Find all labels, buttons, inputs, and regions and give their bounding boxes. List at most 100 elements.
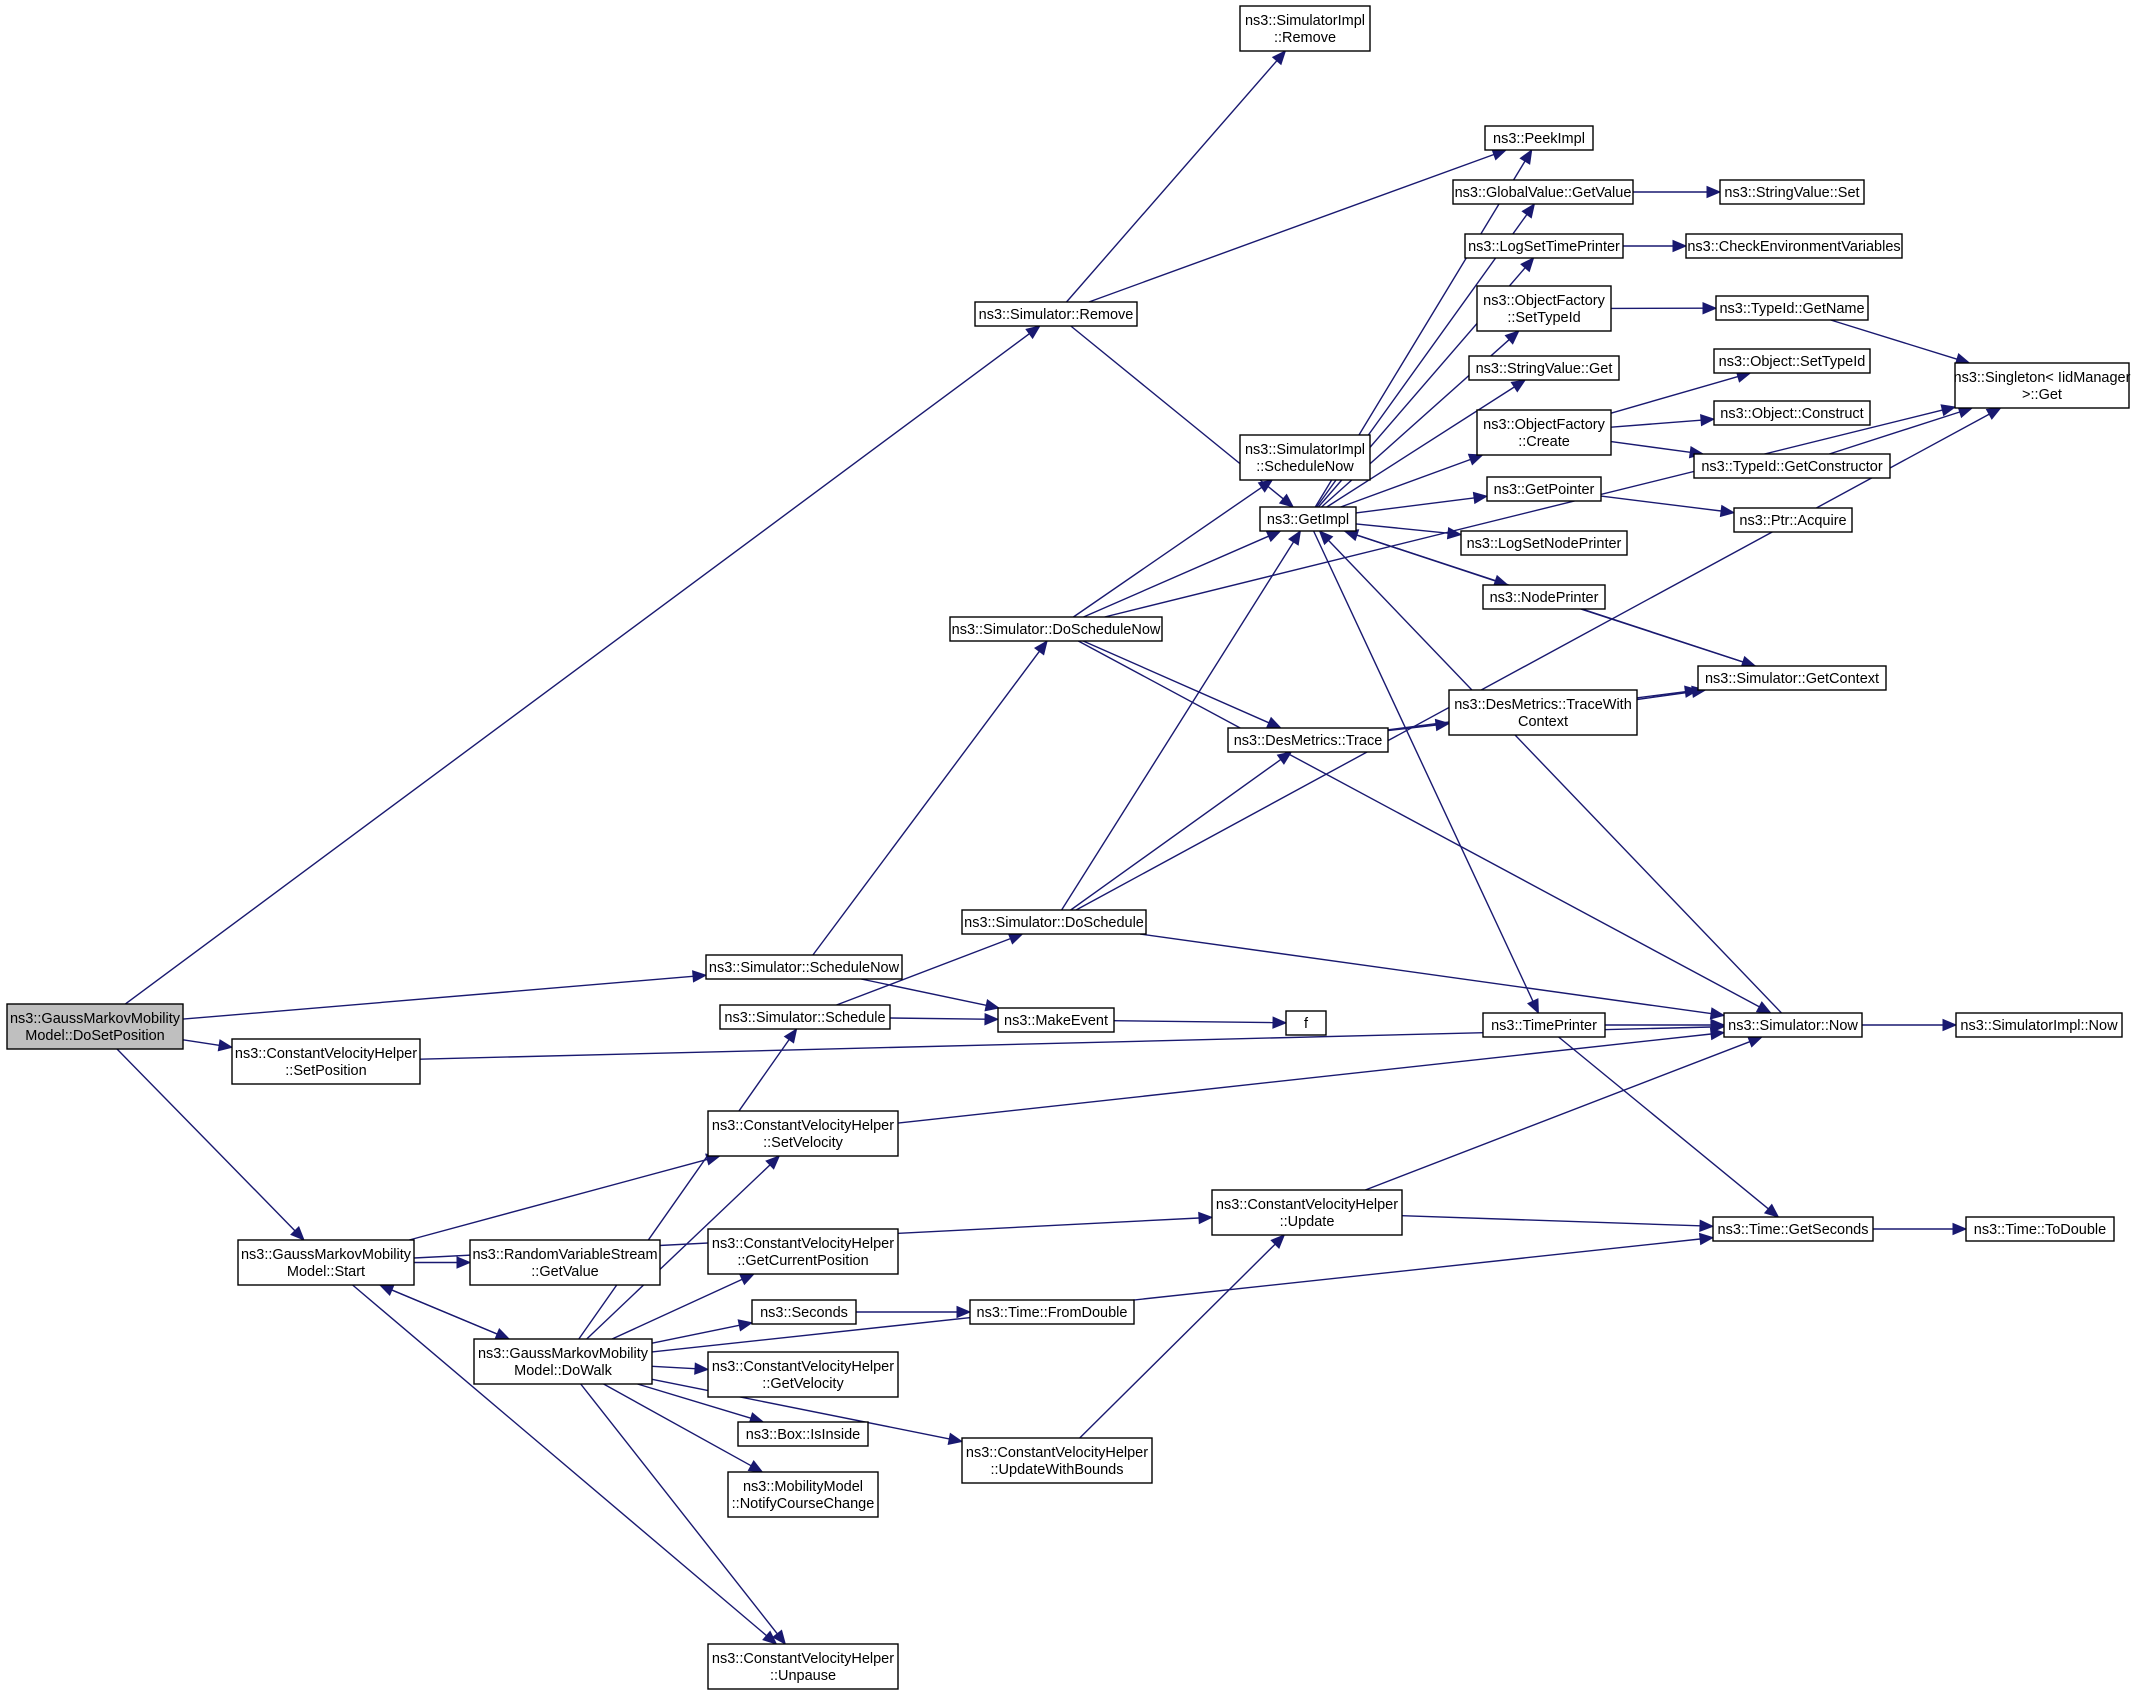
- node-box[interactable]: [1476, 409, 1612, 456]
- node-box[interactable]: [1713, 348, 1871, 374]
- node-box[interactable]: [727, 1471, 879, 1518]
- node-peekImpl[interactable]: ns3::PeekImpl: [1484, 125, 1594, 151]
- node-desTrace[interactable]: ns3::DesMetrics::Trace: [1227, 727, 1389, 753]
- node-getPointer[interactable]: ns3::GetPointer: [1486, 476, 1602, 502]
- node-box[interactable]: [949, 616, 1163, 642]
- node-box[interactable]: [1733, 507, 1853, 533]
- node-box[interactable]: [707, 1228, 899, 1275]
- node-simRemove[interactable]: ns3::Simulator::Remove: [974, 301, 1138, 327]
- node-box[interactable]: [1719, 179, 1865, 205]
- node-ofSetTypeId[interactable]: ns3::ObjectFactory::SetTypeId: [1476, 285, 1612, 332]
- node-makeEvent[interactable]: ns3::MakeEvent: [997, 1007, 1115, 1033]
- node-gvGetValue[interactable]: ns3::GlobalValue::GetValue: [1452, 179, 1634, 205]
- node-box[interactable]: [6, 1003, 184, 1050]
- node-box[interactable]: [961, 1437, 1153, 1484]
- node-typeIdGetConstructor[interactable]: ns3::TypeId::GetConstructor: [1693, 453, 1891, 479]
- node-box[interactable]: [961, 909, 1147, 935]
- node-box[interactable]: [1227, 727, 1389, 753]
- node-box[interactable]: [751, 1299, 857, 1325]
- node-timeToDouble[interactable]: ns3::Time::ToDouble: [1965, 1216, 2115, 1242]
- node-simGetContext[interactable]: ns3::Simulator::GetContext: [1697, 665, 1887, 691]
- node-typeIdGetName[interactable]: ns3::TypeId::GetName: [1715, 295, 1869, 321]
- node-box[interactable]: [1697, 665, 1887, 691]
- node-box[interactable]: [1452, 179, 1634, 205]
- node-getImpl[interactable]: ns3::GetImpl: [1259, 506, 1357, 532]
- node-box[interactable]: [1482, 1012, 1606, 1038]
- node-timePrinter[interactable]: ns3::TimePrinter: [1482, 1012, 1606, 1038]
- node-timeGetSeconds[interactable]: ns3::Time::GetSeconds: [1712, 1216, 1874, 1242]
- node-cvhUnpause[interactable]: ns3::ConstantVelocityHelper::Unpause: [707, 1643, 899, 1690]
- node-mmNotify[interactable]: ns3::MobilityModel::NotifyCourseChange: [727, 1471, 879, 1518]
- node-cvhSetPosition[interactable]: ns3::ConstantVelocityHelper::SetPosition: [231, 1038, 421, 1085]
- node-simDoSchedule[interactable]: ns3::Simulator::DoSchedule: [961, 909, 1147, 935]
- node-simNow[interactable]: ns3::Simulator::Now: [1723, 1012, 1863, 1038]
- node-box[interactable]: [1476, 285, 1612, 332]
- node-simImplScheduleNow[interactable]: ns3::SimulatorImpl::ScheduleNow: [1239, 434, 1371, 481]
- node-box[interactable]: [1715, 295, 1869, 321]
- node-box[interactable]: [1693, 453, 1891, 479]
- node-seconds[interactable]: ns3::Seconds: [751, 1299, 857, 1325]
- node-logSetNodePrinter[interactable]: ns3::LogSetNodePrinter: [1460, 530, 1628, 556]
- node-box[interactable]: [1713, 400, 1871, 426]
- node-box[interactable]: [1482, 584, 1606, 610]
- node-boxIsInside[interactable]: ns3::Box::IsInside: [737, 1421, 869, 1447]
- node-cvhGetVelocity[interactable]: ns3::ConstantVelocityHelper::GetVelocity: [707, 1351, 899, 1398]
- node-fnF[interactable]: f: [1285, 1010, 1327, 1036]
- node-box[interactable]: [1723, 1012, 1863, 1038]
- node-box[interactable]: [974, 301, 1138, 327]
- node-timeFromDouble[interactable]: ns3::Time::FromDouble: [969, 1299, 1135, 1325]
- node-svSet[interactable]: ns3::StringValue::Set: [1719, 179, 1865, 205]
- node-box[interactable]: [1239, 434, 1371, 481]
- node-singletonGet[interactable]: ns3::Singleton< IidManager >::Get: [1954, 362, 2131, 409]
- node-box[interactable]: [1965, 1216, 2115, 1242]
- node-box[interactable]: [1468, 355, 1620, 381]
- node-cvhUpdate[interactable]: ns3::ConstantVelocityHelper::Update: [1211, 1189, 1403, 1236]
- node-box[interactable]: [969, 1299, 1135, 1325]
- node-cvhSetVelocity[interactable]: ns3::ConstantVelocityHelper::SetVelocity: [707, 1110, 899, 1157]
- node-ofCreate[interactable]: ns3::ObjectFactory::Create: [1476, 409, 1612, 456]
- node-box[interactable]: [1486, 476, 1602, 502]
- node-simSchedule[interactable]: ns3::Simulator::Schedule: [719, 1004, 891, 1030]
- node-box[interactable]: [737, 1421, 869, 1447]
- node-box[interactable]: [707, 1110, 899, 1157]
- node-rvsGetValue[interactable]: ns3::RandomVariableStream::GetValue: [469, 1239, 661, 1286]
- node-box[interactable]: [705, 954, 903, 980]
- node-box[interactable]: [997, 1007, 1115, 1033]
- node-cvhUpdateWithBounds[interactable]: ns3::ConstantVelocityHelper::UpdateWithB…: [961, 1437, 1153, 1484]
- node-logSetTimePrinter[interactable]: ns3::LogSetTimePrinter: [1464, 233, 1624, 259]
- node-simDoScheduleNow[interactable]: ns3::Simulator::DoScheduleNow: [949, 616, 1163, 642]
- node-cvhGetCurrentPosition[interactable]: ns3::ConstantVelocityHelper::GetCurrentP…: [707, 1228, 899, 1275]
- node-box[interactable]: [719, 1004, 891, 1030]
- node-box[interactable]: [1954, 362, 2130, 409]
- node-simImplNow[interactable]: ns3::SimulatorImpl::Now: [1955, 1012, 2123, 1038]
- node-box[interactable]: [1464, 233, 1624, 259]
- node-doSetPosition[interactable]: ns3::GaussMarkovMobilityModel::DoSetPosi…: [6, 1003, 184, 1050]
- node-checkEnv[interactable]: ns3::CheckEnvironmentVariables: [1685, 233, 1903, 259]
- node-box[interactable]: [1685, 233, 1903, 259]
- node-box[interactable]: [1285, 1010, 1327, 1036]
- node-box[interactable]: [1239, 5, 1371, 52]
- node-simImplRemove[interactable]: ns3::SimulatorImpl::Remove: [1239, 5, 1371, 52]
- node-ptrAcquire[interactable]: ns3::Ptr::Acquire: [1733, 507, 1853, 533]
- node-objSetTypeId[interactable]: ns3::Object::SetTypeId: [1713, 348, 1871, 374]
- node-box[interactable]: [1460, 530, 1628, 556]
- node-simScheduleNow[interactable]: ns3::Simulator::ScheduleNow: [705, 954, 903, 980]
- node-box[interactable]: [1712, 1216, 1874, 1242]
- node-box[interactable]: [231, 1038, 421, 1085]
- node-box[interactable]: [1259, 506, 1357, 532]
- node-box[interactable]: [1211, 1189, 1403, 1236]
- node-box[interactable]: [1484, 125, 1594, 151]
- node-nodePrinter[interactable]: ns3::NodePrinter: [1482, 584, 1606, 610]
- node-box[interactable]: [707, 1643, 899, 1690]
- node-svGet[interactable]: ns3::StringValue::Get: [1468, 355, 1620, 381]
- node-box[interactable]: [1448, 689, 1638, 736]
- node-objConstruct[interactable]: ns3::Object::Construct: [1713, 400, 1871, 426]
- node-box[interactable]: [469, 1239, 661, 1286]
- node-box[interactable]: [1955, 1012, 2123, 1038]
- node-box[interactable]: [473, 1338, 653, 1385]
- node-box[interactable]: [237, 1239, 415, 1286]
- node-box[interactable]: [707, 1351, 899, 1398]
